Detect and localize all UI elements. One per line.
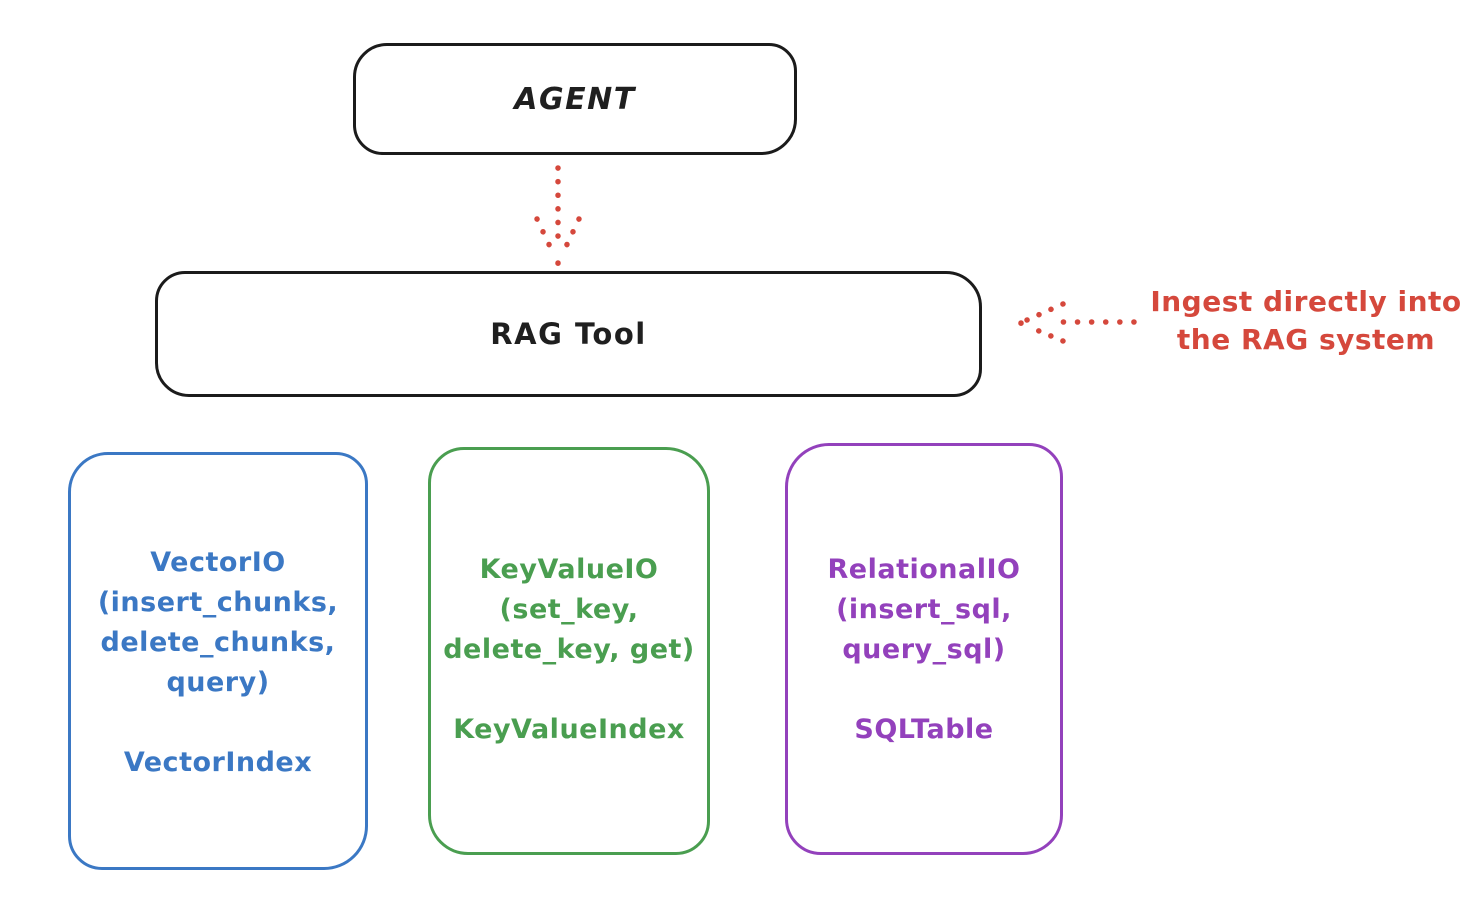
keyvalue-io-methods-line: (set_key, [499,594,639,625]
vector-index-label: VectorIndex [123,747,313,778]
ingest-arrow [1018,301,1137,344]
relational-io-methods-line: (insert_sql, [836,594,1012,625]
rag-tool-label: RAG Tool [490,317,647,351]
keyvalue-io-title: KeyValueIO [479,554,659,585]
agent-to-ragtool-arrow [534,165,582,266]
relational-io-methods-line: query_sql) [842,634,1006,665]
agent-node: AGENT [353,43,797,155]
sql-table-label: SQLTable [854,714,994,745]
ingest-annotation: Ingest directly into the RAG system [1138,283,1474,359]
keyvalue-io-methods-line: delete_key, get) [443,634,695,665]
ingest-annotation-line1: Ingest directly into [1150,285,1462,318]
vector-io-node: VectorIO (insert_chunks, delete_chunks, … [68,452,368,870]
relational-io-node: RelationalIO (insert_sql, query_sql) SQL… [785,443,1063,855]
vector-io-methods-line: delete_chunks, [100,627,336,658]
vector-io-title: VectorIO [150,547,286,578]
keyvalue-io-node: KeyValueIO (set_key, delete_key, get) Ke… [428,447,710,855]
vector-io-methods-line: query) [166,667,270,698]
ingest-annotation-line2: the RAG system [1176,323,1436,356]
relational-io-title: RelationalIO [827,554,1021,585]
keyvalue-index-label: KeyValueIndex [453,714,685,745]
agent-label: AGENT [514,81,636,117]
vector-io-methods-line: (insert_chunks, [97,587,339,618]
rag-tool-node: RAG Tool [155,271,982,397]
